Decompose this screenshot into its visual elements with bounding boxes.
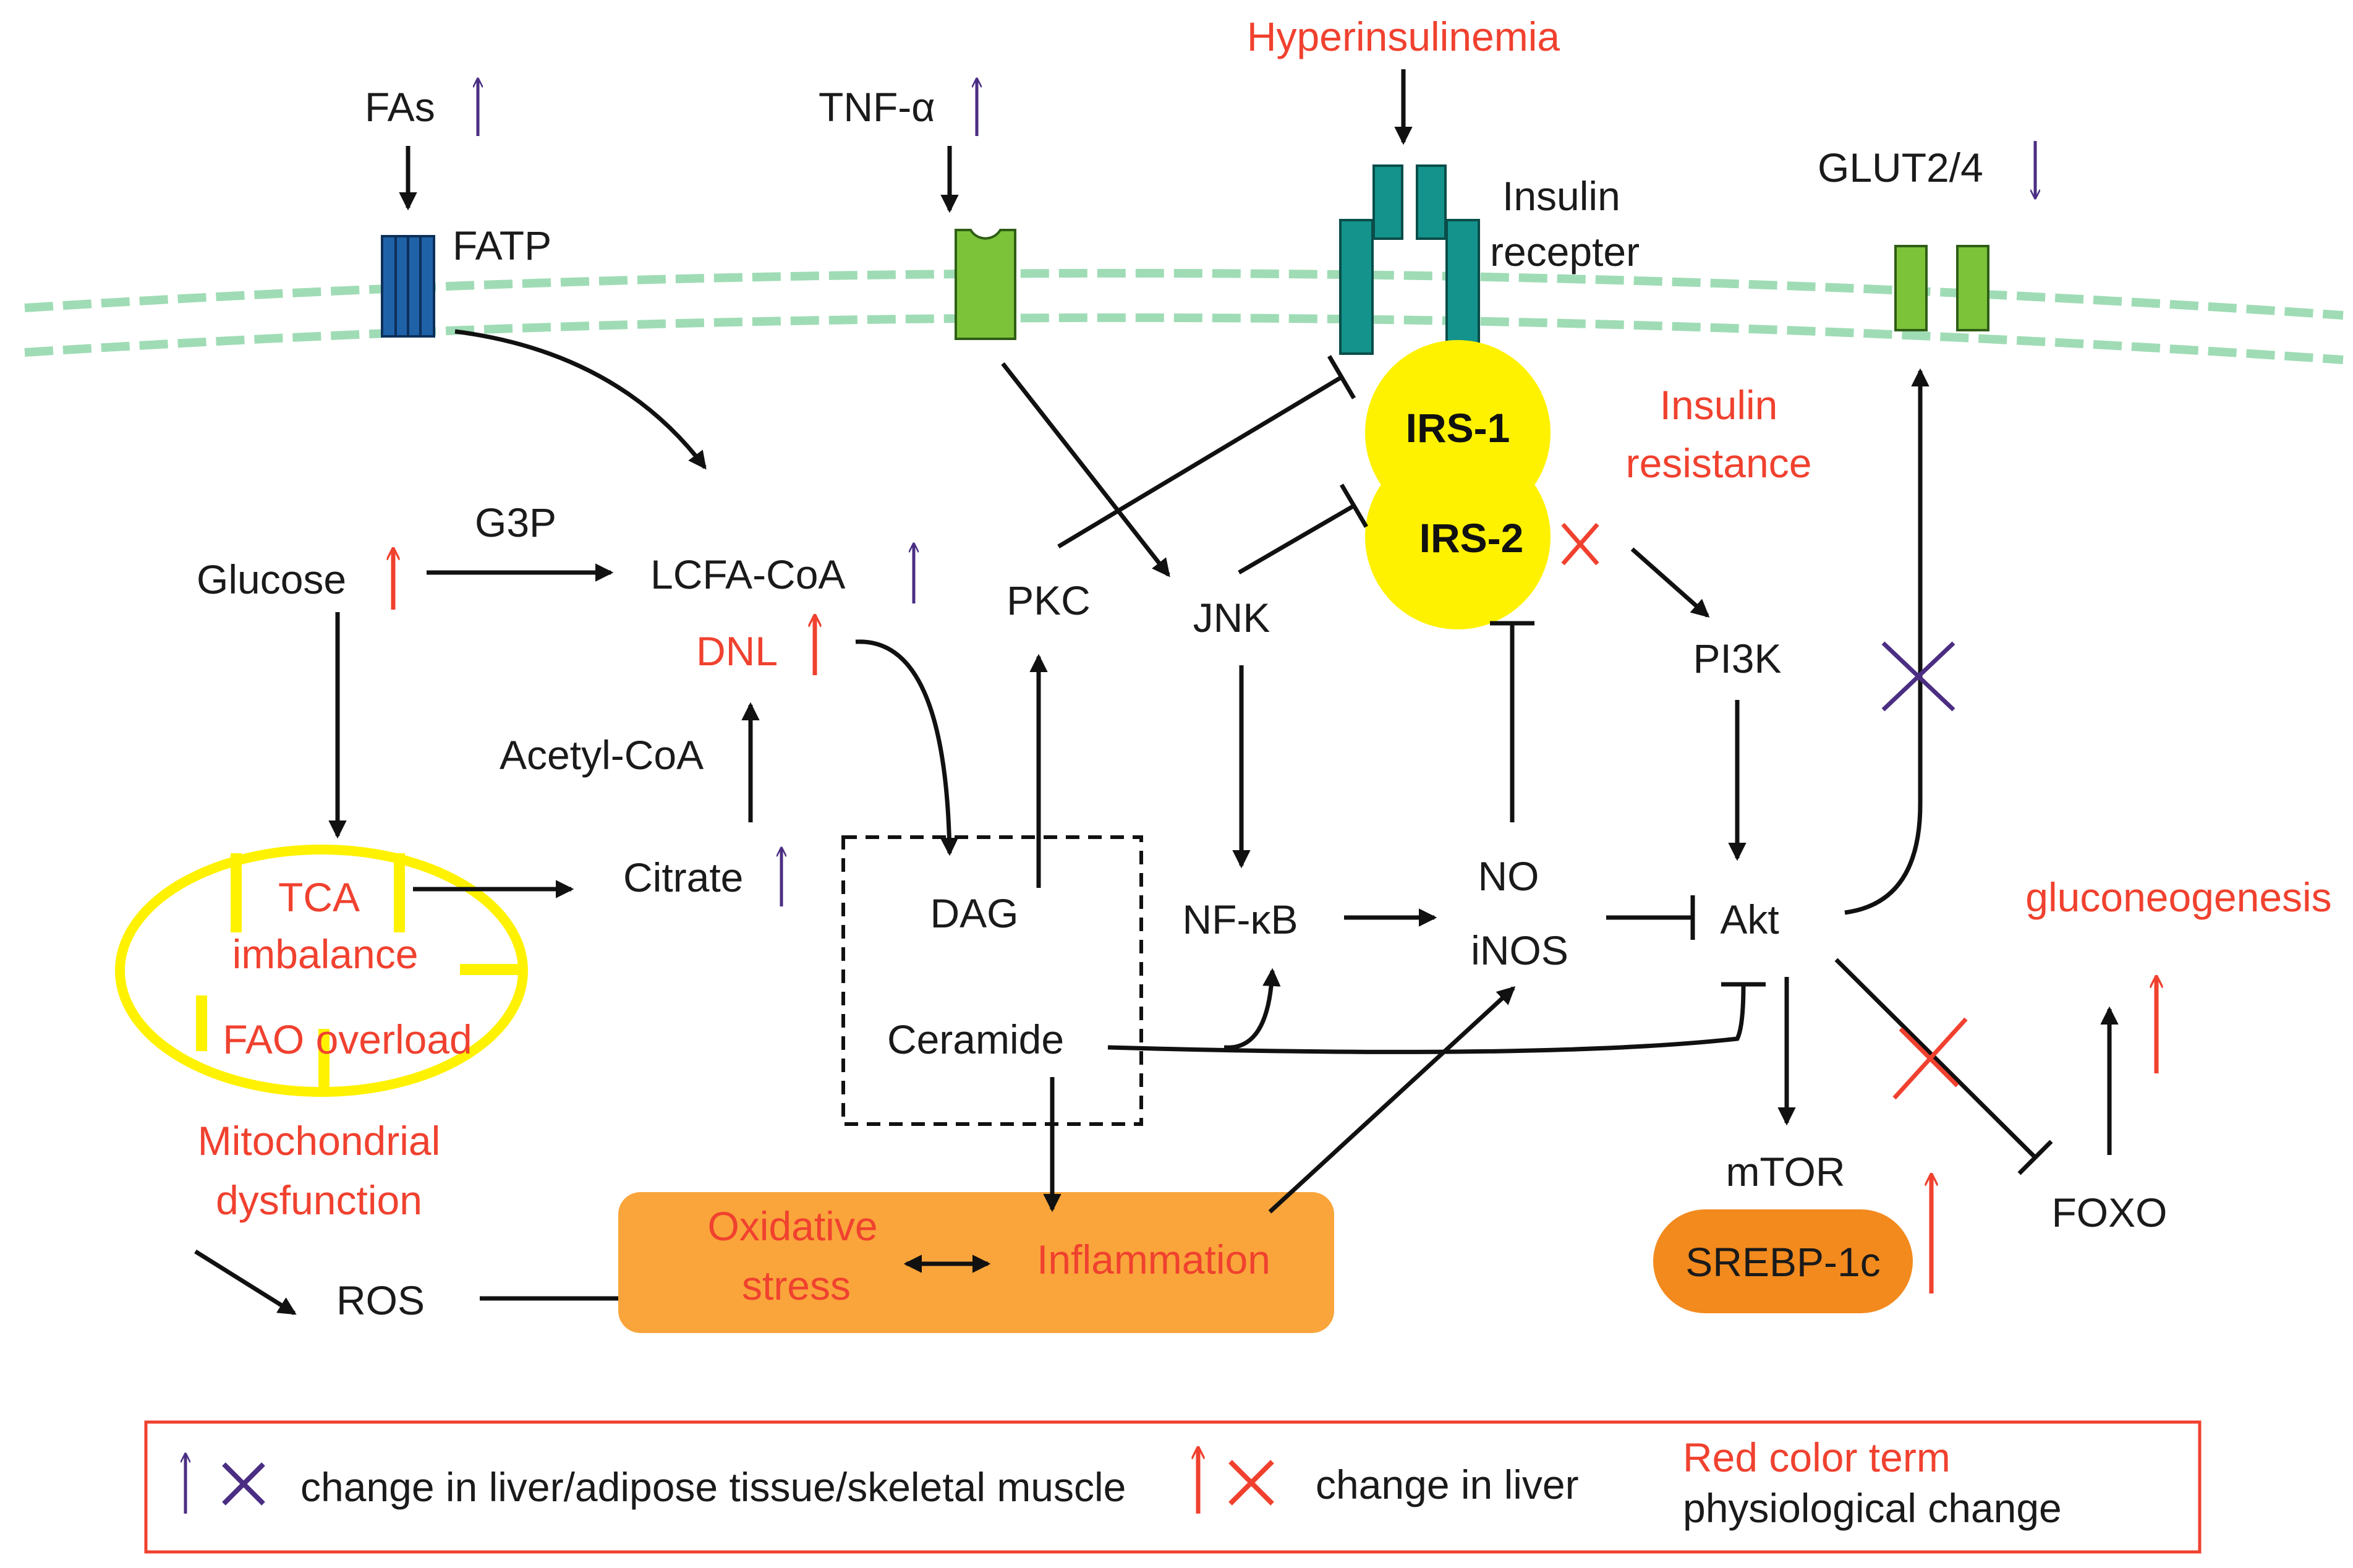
- fao-overload-label: FAO overload: [223, 1016, 472, 1062]
- pkc-inhibits-insulin-receptor: [1057, 375, 1343, 549]
- pkc-label: PKC: [1006, 577, 1091, 623]
- cell-membrane: [24, 268, 2344, 364]
- fatp-to-lcfa-coa-arrow: [454, 329, 707, 470]
- akt-label: Akt: [1720, 897, 1779, 942]
- g3p-label: G3P: [475, 500, 556, 545]
- insulin-resistance-label-line1: Insulin: [1660, 382, 1778, 428]
- legend-purple-x-mark: [222, 1462, 265, 1506]
- fatp-label: FATP: [453, 223, 551, 268]
- mitochondria-to-ros-arrow: [194, 1250, 297, 1315]
- srebp-1c-label: SREBP-1c: [1685, 1239, 1880, 1285]
- pi3k-label: PI3K: [1693, 636, 1781, 681]
- foxo-label: FOXO: [2051, 1190, 2167, 1235]
- tca-label-line2: imbalance: [232, 931, 419, 977]
- lcfa-coa-label: LCFA-CoA: [650, 552, 845, 597]
- legend-red-term-title: Red color term: [1683, 1434, 1951, 1480]
- legend-box: [144, 1420, 2202, 1554]
- oxidative-stress-label-line2: stress: [742, 1263, 851, 1308]
- hyperinsulinemia-label: Hyperinsulinemia: [1247, 14, 1560, 59]
- tissue-inhibition-x-mark-glut: [1881, 641, 1955, 712]
- mtor-label: mTOR: [1725, 1149, 1845, 1195]
- mitochondrial-dysfunction-label-line1: Mitochondrial: [198, 1118, 441, 1164]
- dnl-label: DNL: [696, 628, 778, 674]
- inos-label: iNOS: [1471, 927, 1568, 973]
- akt-to-glut-arrow: [1844, 368, 1930, 915]
- ceramide-label: Ceramide: [887, 1016, 1064, 1062]
- lipid-intermediates-box: [841, 835, 1143, 1126]
- tca-label-line1: TCA: [278, 874, 360, 920]
- nfkb-label: NF-κB: [1183, 897, 1298, 942]
- legend-purple-text: change in liver/adipose tissue/skeletal …: [300, 1464, 1126, 1510]
- dnl-to-dag-arrow: [855, 639, 959, 856]
- liver-inhibition-x-mark-foxo: [1892, 1017, 1968, 1100]
- fas-label: FAs: [365, 84, 435, 130]
- citrate-label: Citrate: [623, 854, 743, 900]
- foxo-inhibition-bar: [2017, 1140, 2053, 1175]
- insulin-receptor-label-line1: Insulin: [1502, 173, 1620, 219]
- legend-red-term-desc: physiological change: [1683, 1485, 2062, 1531]
- pkc-inhibition-bar: [1327, 355, 1356, 399]
- insulin-resistance-label-line2: resistance: [1626, 440, 1812, 486]
- fatp-transporter: [381, 235, 435, 338]
- akt-inhibits-foxo: [1834, 958, 2037, 1159]
- ros-label: ROS: [336, 1277, 425, 1323]
- jnk-inhibits-irs2: [1238, 503, 1355, 575]
- irs-2-label: IRS-2: [1419, 515, 1524, 561]
- insulin-receptor: [1339, 164, 1480, 370]
- gluconeogenesis-label: gluconeogenesis: [2025, 874, 2331, 920]
- dag-label: DAG: [930, 890, 1018, 936]
- mitochondrial-dysfunction-label-line2: dysfunction: [216, 1177, 422, 1223]
- jnk-inhibition-bar: [1339, 484, 1369, 528]
- irs-1-label: IRS-1: [1406, 405, 1510, 451]
- insulin-receptor-label-line2: recepter: [1490, 229, 1640, 275]
- oxidative-stress-label-line1: Oxidative: [707, 1203, 877, 1249]
- jnk-label: JNK: [1193, 595, 1270, 641]
- tnf-receptor-to-jnk-arrow: [1001, 362, 1170, 577]
- acetyl-coa-label: Acetyl-CoA: [500, 732, 704, 778]
- glut-label: GLUT2/4: [1818, 145, 1983, 190]
- ceramide-to-nfkb-arrow: [1223, 968, 1281, 1050]
- no-label: NO: [1478, 853, 1539, 899]
- tnf-receptor: [955, 229, 1016, 340]
- srebp-1c-node: [1653, 1209, 1913, 1313]
- glut-transporter: [1894, 245, 1989, 331]
- ceramide-inhibits-akt: [1107, 984, 1746, 1054]
- irs2-to-pi3k-arrow: [1630, 547, 1710, 618]
- legend-red-x-mark: [1228, 1460, 1274, 1506]
- glucose-label: Glucose: [197, 556, 346, 602]
- irs-2-node: [1365, 444, 1551, 629]
- inflammation-to-inos-arrow: [1268, 986, 1516, 1214]
- tnf-label: TNF-α: [819, 84, 935, 130]
- mitochondrion: [115, 845, 528, 1097]
- legend-red-text: change in liver: [1316, 1462, 1579, 1507]
- liver-inhibition-x-mark-irs2: [1561, 522, 1599, 566]
- inflammation-label: Inflammation: [1037, 1237, 1270, 1282]
